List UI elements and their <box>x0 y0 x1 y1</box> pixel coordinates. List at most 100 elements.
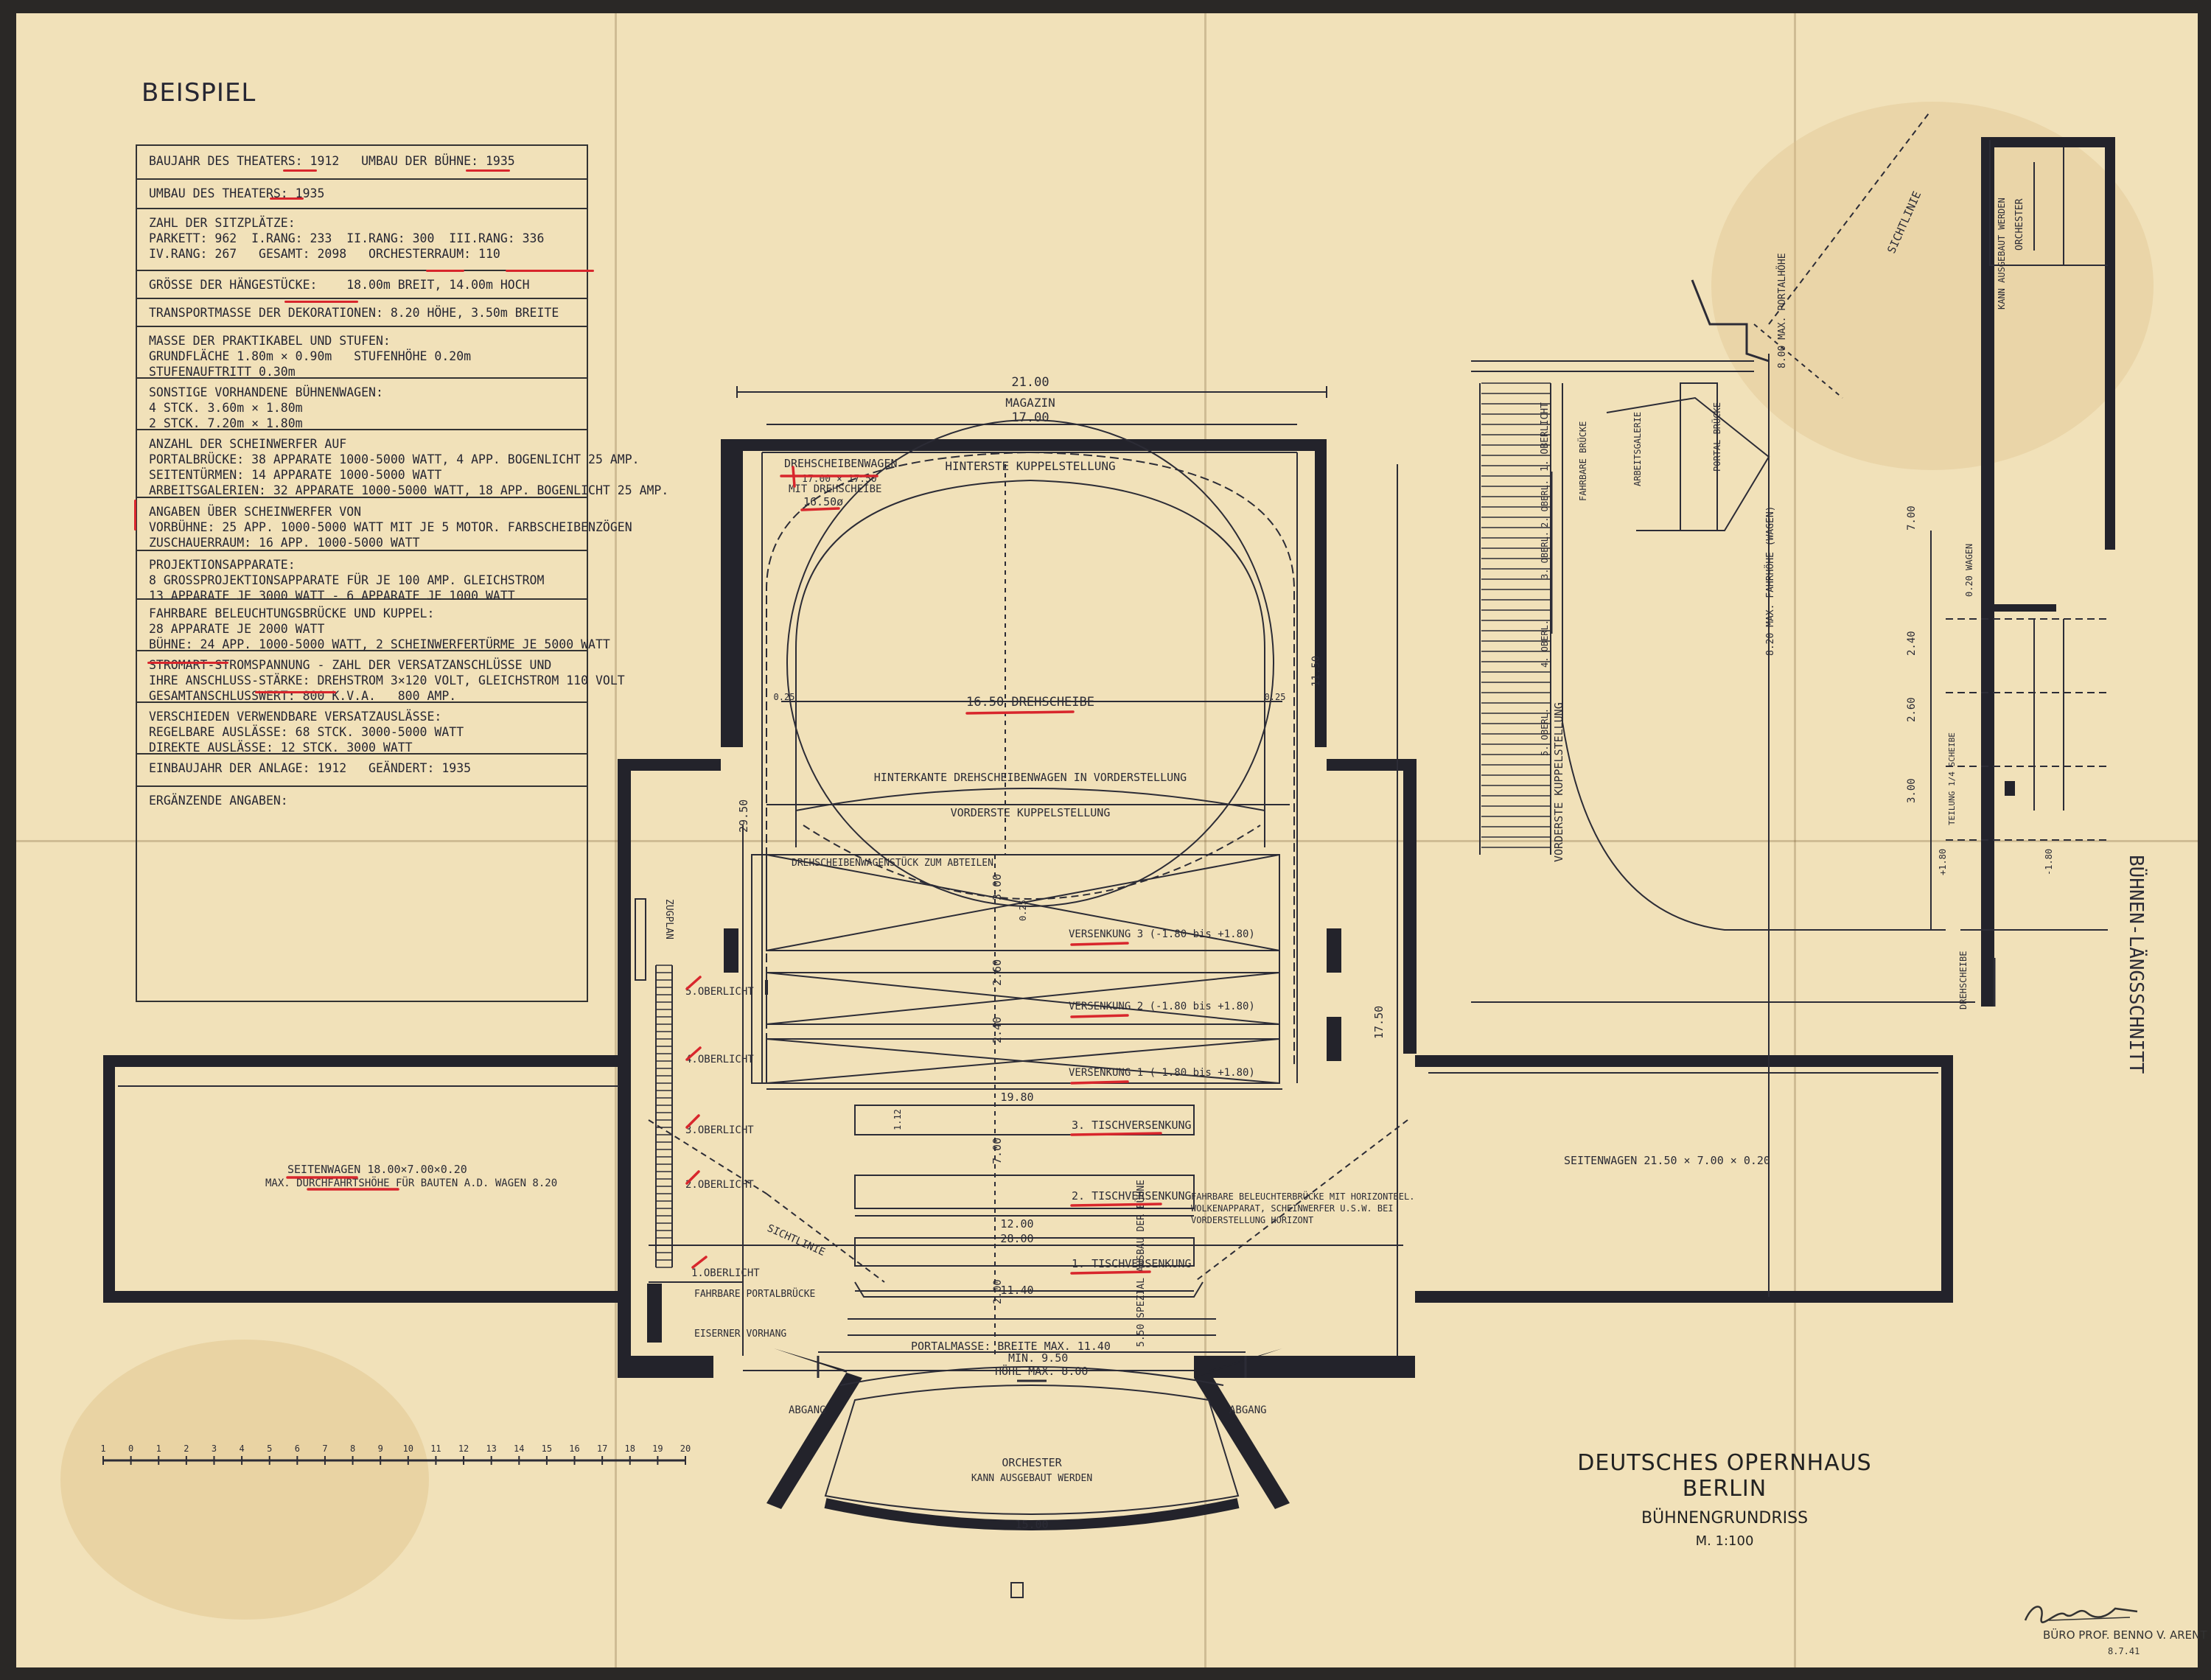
zugplan-box <box>635 898 646 981</box>
portalmasse-label: MIN. 9.50 <box>1008 1351 1068 1365</box>
drehscheibenwagen-label: DREHSCHEIBENWAGEN <box>784 457 898 470</box>
vorderste-kuppel-arc <box>795 788 1265 811</box>
kuppel-inner-arch <box>795 479 1265 847</box>
section-floor <box>1983 604 2056 612</box>
section-orchestra-box <box>1989 140 2108 266</box>
tischversenkung-label: 1. TISCHVERSENKUNG <box>1072 1257 1192 1270</box>
info-row-text: STROMART-STROMSPANNUNG - ZAHL DER VERSAT… <box>149 657 625 704</box>
scale-tick-label: 19 <box>652 1443 663 1454</box>
info-line: VORBÜHNE: 25 APP. 1000-5000 WATT MIT JE … <box>149 520 632 534</box>
turntable-circle <box>786 419 1274 907</box>
red-underline <box>466 169 510 172</box>
wall-step-right <box>1327 759 1415 771</box>
versenkung-box <box>766 854 1280 951</box>
info-row: STROMART-STROMSPANNUNG - ZAHL DER VERSAT… <box>137 650 625 703</box>
scale-tick-label: 12 <box>458 1443 469 1454</box>
wall-front-right <box>1194 1356 1415 1378</box>
orchestra-rail <box>839 1366 1224 1386</box>
orchestra-marker <box>1010 1582 1024 1598</box>
tischversenkung-box <box>854 1237 1195 1267</box>
orchestra-wall-right <box>1194 1348 1290 1509</box>
scale-tick-label: 10 <box>403 1443 413 1454</box>
section-label: 2. OBERL. <box>1540 480 1550 528</box>
title-block: DEUTSCHES OPERNHAUS BERLIN BÜHNENGRUNDRI… <box>1548 1450 1901 1549</box>
red-pencil-mark <box>1070 1014 1129 1018</box>
dimension-label: 2.60 <box>991 959 1004 986</box>
info-line: ERGÄNZENDE ANGABEN: <box>149 794 288 808</box>
zugplan-label: ZUGPLAN <box>663 899 674 939</box>
versenkung-cross <box>766 972 1280 1025</box>
drehscheibenwagen-label: MIT DREHSCHEIBE <box>789 483 881 495</box>
section-dimension: 2.40 <box>1906 631 1918 656</box>
scale-tick-label: 1 <box>156 1443 161 1454</box>
section-orchestra-seats <box>2033 147 2064 265</box>
section-label: ARBEITSGALERIE <box>1632 412 1643 486</box>
red-underline <box>284 301 358 303</box>
turntable-label: 16.50 DREHSCHEIBE <box>966 695 1094 710</box>
abteilen-label: DREHSCHEIBENWAGENSTÜCK ZUM ABTEILEN <box>792 856 993 869</box>
info-line: STUFENAUFTRITT 0.30m <box>149 365 296 379</box>
red-underline <box>147 662 228 664</box>
side-stage-wall-top-right <box>1415 1055 1953 1067</box>
info-line: ZAHL DER SITZPLÄTZE: <box>149 216 296 230</box>
info-line: 8 GROSSPROJEKTIONSAPPARATE FÜR JE 100 AM… <box>149 573 545 587</box>
oberlicht-label: 5.OBERLICHT <box>685 986 754 998</box>
dimension-label: 28.00 <box>1000 1232 1033 1245</box>
wall-pillar <box>1327 1017 1341 1061</box>
info-row: UMBAU DES THEATERS: 1935 <box>137 178 587 209</box>
info-row-text: FAHRBARE BELEUCHTUNGSBRÜCKE UND KUPPEL:2… <box>149 606 610 652</box>
versenkung-box <box>766 1038 1280 1084</box>
section-label: +1.80 <box>1938 849 1948 875</box>
info-line: SEITENTÜRMEN: 14 APPARATE 1000-5000 WATT <box>149 468 442 482</box>
info-row-text: ERGÄNZENDE ANGABEN: <box>149 793 288 808</box>
info-line: ANGABEN ÜBER SCHEINWERFER VON <box>149 505 362 519</box>
section-title: BÜHNEN-LÄNGSSCHNITT <box>2125 855 2148 1074</box>
red-underline <box>270 197 304 200</box>
paper-stain <box>1711 102 2154 470</box>
scale-tick-label: 7 <box>322 1443 327 1454</box>
info-line: TRANSPORTMASSE DER DEKORATIONEN: 8.20 HÖ… <box>149 306 559 320</box>
info-line: IV.RANG: 267 GESAMT: 2098 ORCHESTERRAUM:… <box>149 247 500 261</box>
scale-tick-label: 15 <box>542 1443 552 1454</box>
hinterkante-label: HINTERKANTE DREHSCHEIBENWAGEN IN VORDERS… <box>874 771 1187 784</box>
info-line: UMBAU DES THEATERS: 1935 <box>149 186 325 200</box>
red-pencil-mark <box>1070 1080 1129 1085</box>
info-line: GRÖSSE DER HÄNGESTÜCKE: 18.00m BREIT, 14… <box>149 278 530 292</box>
scale-tick-label: 8 <box>350 1443 355 1454</box>
scale-tick-label: 9 <box>378 1443 383 1454</box>
drawing-subtitle: BÜHNENGRUNDRISS <box>1641 1509 1809 1527</box>
red-pencil-mark <box>965 710 1075 715</box>
info-row-text: ZAHL DER SITZPLÄTZE:PARKETT: 962 I.RANG:… <box>149 215 544 262</box>
section-wall <box>2105 137 2115 550</box>
section-dimension: 3.00 <box>1906 778 1918 803</box>
kuppel-label: HINTERSTE KUPPELSTELLUNG <box>945 459 1115 473</box>
info-row: SONSTIGE VORHANDENE BÜHNENWAGEN:4 STCK. … <box>137 377 587 430</box>
section-block <box>2005 781 2015 796</box>
scale-tick-label: 2 <box>184 1443 189 1454</box>
beispiel-label: BEISPIEL <box>142 78 256 108</box>
section-line <box>1753 323 1843 399</box>
oberlicht-label: 4.OBERLICHT <box>685 1054 754 1065</box>
side-stage-wall-bottom <box>103 1291 619 1303</box>
scale-tick-label: 14 <box>514 1443 524 1454</box>
section-label: ORCHESTER <box>2014 198 2025 251</box>
scale-tick-label: 5 <box>267 1443 272 1454</box>
oberlicht-label: 3.OBERLICHT <box>685 1124 754 1136</box>
wall-top <box>721 439 1325 451</box>
sichtlinie-label: SICHTLINIE <box>765 1222 827 1259</box>
info-row-text: TRANSPORTMASSE DER DEKORATIONEN: 8.20 HÖ… <box>149 305 559 321</box>
info-row-text: EINBAUJAHR DER ANLAGE: 1912 GEÄNDERT: 19… <box>149 760 471 776</box>
dimension-label: 0.25 <box>1265 692 1286 702</box>
red-underline <box>283 169 317 172</box>
scale-tick-label: 11 <box>430 1443 441 1454</box>
section-sichtlinie <box>1768 110 1932 325</box>
wall-right-upper <box>1315 439 1327 747</box>
tischversenkung-box <box>854 1175 1195 1209</box>
section-label: TEILUNG 1/4 SCHEIBE <box>1947 732 1957 825</box>
office-stamp: BÜRO PROF. BENNO V. ARENT <box>2043 1628 2207 1642</box>
spezial-label: 5.50 SPEZIAL AUSBAU DER BÜHNE <box>1134 1180 1147 1347</box>
dimension-label: 7.00 <box>991 1138 1004 1164</box>
section-label: 5. OBERL. <box>1540 708 1550 756</box>
dimension-label: 1.12 <box>893 1109 903 1130</box>
